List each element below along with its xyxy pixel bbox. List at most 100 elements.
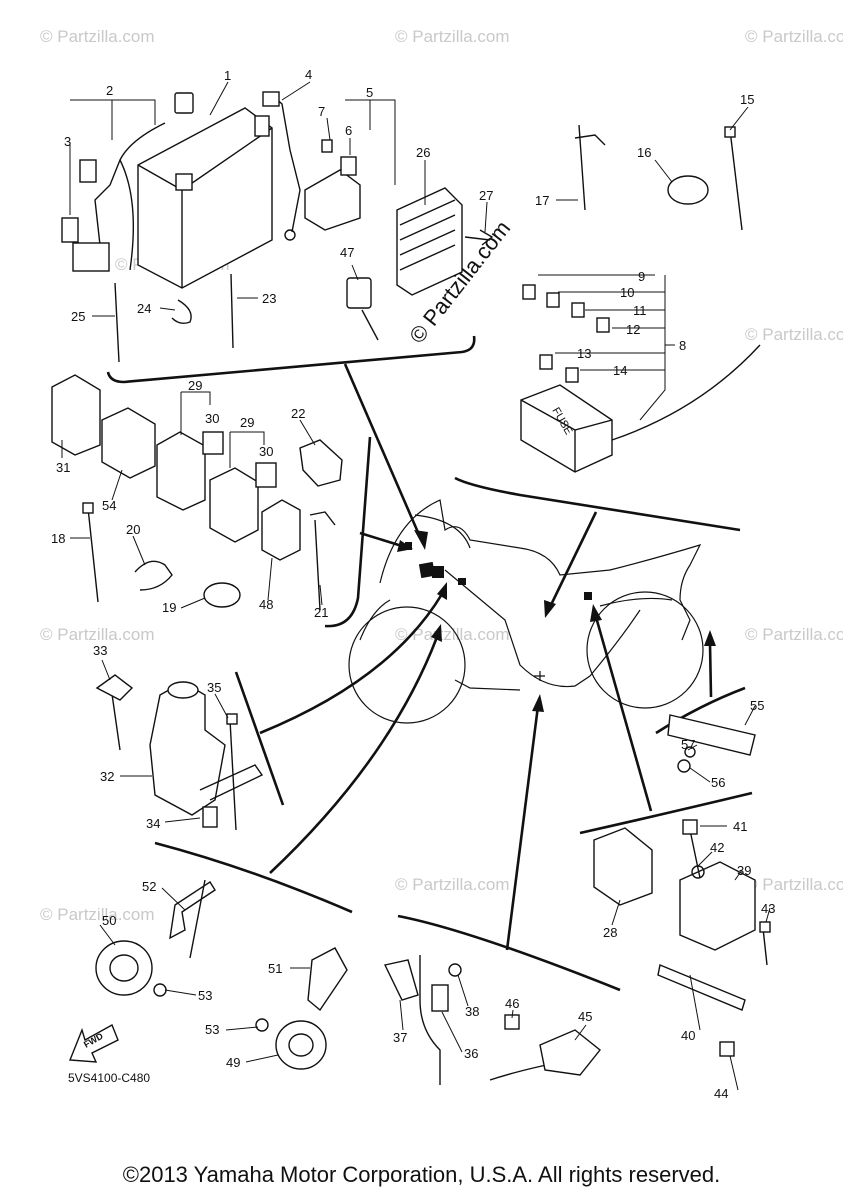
reflector — [667, 714, 756, 773]
relay-group-frame — [324, 436, 372, 628]
callout-label: 49 — [226, 1055, 240, 1070]
cable-ties — [114, 273, 234, 363]
callout-label: 55 — [750, 698, 764, 713]
battery-cable — [262, 91, 301, 241]
fuse-box: FUSE — [520, 284, 761, 473]
copyright-notice: ©2013 Yamaha Motor Corporation, U.S.A. A… — [122, 1162, 721, 1187]
callout-label: 53 — [198, 988, 212, 1003]
callout-labels: 1 2 3 4 5 6 7 8 9 10 11 12 13 14 15 16 1… — [51, 67, 775, 1101]
sensor-group-frame — [397, 914, 621, 992]
callout-label: 29 — [240, 415, 254, 430]
watermark: © Partzilla.com — [745, 325, 843, 344]
callout-label: 22 — [291, 406, 305, 421]
callout-label: 13 — [577, 346, 591, 361]
battery-group-frame — [106, 335, 476, 384]
callout-label: 1 — [224, 68, 231, 83]
callout-label: 24 — [137, 301, 151, 316]
mainswitch-group-frame — [234, 671, 285, 806]
band-and-clamp — [574, 124, 743, 231]
callout-label: 6 — [345, 123, 352, 138]
watermark: © Partzilla.com — [745, 27, 843, 46]
callout-label: 2 — [106, 83, 113, 98]
callout-label: 26 — [416, 145, 430, 160]
callout-label: 27 — [479, 188, 493, 203]
callout-label: 41 — [733, 819, 747, 834]
callout-label: 12 — [626, 322, 640, 337]
relay-units — [51, 374, 301, 561]
fuse-group-frame — [454, 476, 741, 532]
callout-label: 3 — [64, 134, 71, 149]
starter-relay — [304, 139, 361, 231]
callout-label: 20 — [126, 522, 140, 537]
callout-label: 28 — [603, 925, 617, 940]
watermark: © Partzilla.com — [40, 625, 155, 644]
watermark: © Partzilla.com — [40, 27, 155, 46]
callout-label: 57 — [681, 737, 695, 752]
callout-label: 39 — [737, 863, 751, 878]
motorcycle-outline — [348, 499, 704, 724]
callout-label: 11 — [633, 303, 647, 318]
callout-label: 32 — [100, 769, 114, 784]
watermark: © Partzilla.com — [395, 625, 510, 644]
callout-label: 51 — [268, 961, 282, 976]
turn-signal-relay — [593, 827, 653, 906]
callout-label: 52 — [142, 879, 156, 894]
callout-label: 36 — [464, 1046, 478, 1061]
clamps-and-ties — [82, 502, 336, 611]
watermark: © Partzilla.com — [745, 875, 843, 894]
callout-label: 16 — [637, 145, 651, 160]
rectifier-regulator — [396, 187, 494, 296]
callout-label: 29 — [188, 378, 202, 393]
callout-label: 25 — [71, 309, 85, 324]
callout-label: 40 — [681, 1028, 695, 1043]
main-switch — [95, 674, 264, 831]
callout-label: 10 — [620, 285, 634, 300]
horns — [95, 879, 348, 1070]
callout-label: 37 — [393, 1030, 407, 1045]
callout-label: 15 — [740, 92, 754, 107]
callout-label: 48 — [259, 597, 273, 612]
turnrelay-group-frame — [579, 791, 753, 835]
watermark: © Partzilla.com — [40, 905, 155, 924]
callout-label: 23 — [262, 291, 276, 306]
callout-label: 17 — [535, 193, 549, 208]
sidestand-and-sensors — [383, 955, 601, 1085]
callout-label: 8 — [679, 338, 686, 353]
watermark: © Partzilla.com — [745, 625, 843, 644]
diagram-code: 5VS4100-C480 — [68, 1071, 150, 1085]
callout-label: 44 — [714, 1086, 728, 1101]
callout-label: 30 — [205, 411, 219, 426]
callout-label: 45 — [578, 1009, 592, 1024]
callout-label: 42 — [710, 840, 724, 855]
callout-label: 14 — [613, 363, 627, 378]
callout-label: 47 — [340, 245, 354, 260]
callout-label: 34 — [146, 816, 160, 831]
callout-label: 50 — [102, 913, 116, 928]
callout-label: 33 — [93, 643, 107, 658]
fwd-arrow-icon: FWD — [68, 1024, 119, 1063]
callout-label: 46 — [505, 996, 519, 1011]
connector — [346, 277, 379, 341]
callout-label: 7 — [318, 104, 325, 119]
callout-label: 21 — [314, 605, 328, 620]
callout-label: 18 — [51, 531, 65, 546]
horn-group-frame — [154, 841, 353, 914]
callout-label: 19 — [162, 600, 176, 615]
battery — [137, 92, 273, 289]
callout-label: 31 — [56, 460, 70, 475]
battery-harness — [61, 122, 166, 272]
callout-label: 56 — [711, 775, 725, 790]
leader-lines — [259, 363, 716, 951]
callout-label: 5 — [366, 85, 373, 100]
callout-label: 53 — [205, 1022, 219, 1037]
watermark: © Partzilla.com — [395, 27, 510, 46]
callout-label: 4 — [305, 67, 312, 82]
watermark: © Partzilla.com — [395, 875, 510, 894]
reflector-group-frame — [655, 686, 746, 735]
callout-label: 35 — [207, 680, 221, 695]
callout-label: 38 — [465, 1004, 479, 1019]
callout-label: 9 — [638, 269, 645, 284]
callout-label: 30 — [259, 444, 273, 459]
callout-label: 43 — [761, 901, 775, 916]
